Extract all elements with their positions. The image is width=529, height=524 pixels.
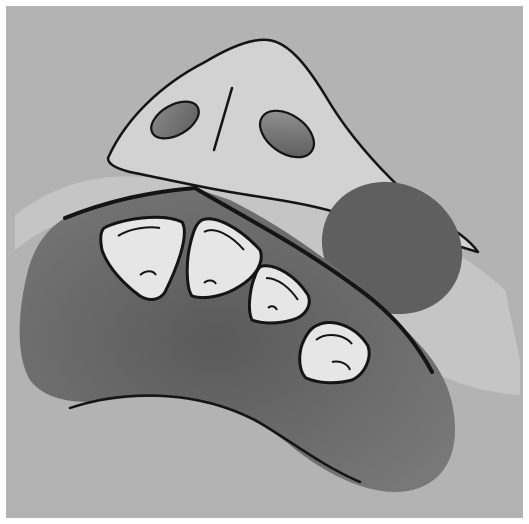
mouth-nose-illustration — [0, 0, 529, 524]
figure — [0, 0, 529, 524]
